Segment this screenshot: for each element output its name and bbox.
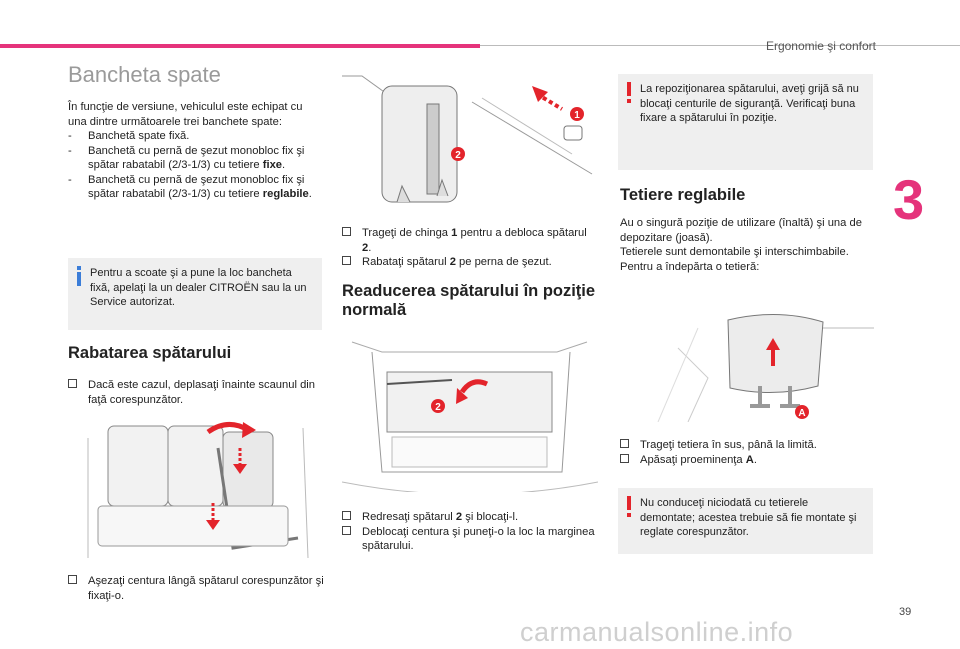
list-item: - Banchetă spate fixă. <box>68 129 324 144</box>
step-text: şi blocaţi-l. <box>462 511 519 523</box>
checkbox-bullet-icon <box>68 574 88 603</box>
headrest-illustration: A <box>618 308 874 423</box>
step-bold: 2 <box>455 511 463 523</box>
step-text: Rabataţi spătarul <box>362 256 450 268</box>
step-text: pentru a debloca spătarul <box>457 227 587 239</box>
info-text: Pentru a scoate şi a pune la loc banchet… <box>90 267 307 308</box>
callout-2: 2 <box>455 150 461 161</box>
callout-1: 1 <box>574 110 580 121</box>
seat-fold-illustration <box>68 418 324 560</box>
info-box: Pentru a scoate şi a pune la loc banchet… <box>68 258 322 330</box>
checkbox-bullet-icon <box>342 510 362 525</box>
info-icon <box>74 266 84 291</box>
dash-marker: - <box>68 130 72 142</box>
step-bold: 2 <box>362 241 369 254</box>
list-item: Rabataţi spătarul 2 pe perna de şezut. <box>342 255 598 270</box>
list-item-suffix: . <box>282 159 286 171</box>
list-item: Dacă este cazul, deplasaţi înainte scaun… <box>68 378 324 407</box>
dash-marker: - <box>68 173 72 186</box>
checkbox-bullet-icon <box>342 255 362 270</box>
tetiere-intro: Au o singură poziţie de utilizare (înalt… <box>620 216 876 274</box>
step-bold: 1 <box>451 227 458 239</box>
paragraph: Tetierele sunt demontabile şi interschim… <box>620 246 849 258</box>
step-text: Apăsaţi proeminenţa <box>640 453 746 466</box>
step-list: Dacă este cazul, deplasaţi înainte scaun… <box>68 378 324 407</box>
list-item: Redresaţi spătarul 2 şi blocaţi-l. <box>342 510 598 525</box>
checkbox-bullet-icon <box>342 525 362 554</box>
step-text: Deblocaţi centura şi puneţi-o la loc la … <box>362 525 595 553</box>
step-bold: 2 <box>449 256 456 268</box>
list-item: Deblocaţi centura şi puneţi-o la loc la … <box>342 525 598 554</box>
step-text: Aşezaţi centura lângă spătarul corespunz… <box>88 575 324 602</box>
list-item: Apăsaţi proeminenţa A. <box>620 453 876 468</box>
list-item-bold: reglabile <box>262 188 309 200</box>
callout-2: 2 <box>435 402 441 413</box>
intro-text: În funcţie de versiune, vehiculul este e… <box>68 101 303 128</box>
list-item-bold: fixe <box>262 159 283 171</box>
heading-rabatarea: Rabatarea spătarului <box>68 344 232 362</box>
step-text: Redresaţi spătarul <box>362 511 456 523</box>
step-text: . <box>753 453 757 466</box>
list-item-text: Banchetă cu pernă de şezut monobloc fix … <box>88 144 305 172</box>
chapter-number: 3 <box>893 168 925 231</box>
heading-readucerea: Readucerea spătarului în poziţie normală <box>342 282 596 319</box>
list-item-suffix: . <box>308 188 312 200</box>
paragraph: Au o singură poziţie de utilizare (înalt… <box>620 217 862 244</box>
step-text: Trageţi tetiera în sus, până la limită. <box>640 439 817 451</box>
warning-icon <box>624 496 634 523</box>
list-item: - Banchetă cu pernă de şezut monobloc fi… <box>68 173 324 202</box>
page-title: Bancheta spate <box>68 62 221 87</box>
checkbox-bullet-icon <box>68 378 88 407</box>
list-item: Trageţi tetiera în sus, până la limită. <box>620 438 876 453</box>
checkbox-bullet-icon <box>620 453 640 468</box>
header-rule <box>480 45 960 46</box>
step-list: Redresaţi spătarul 2 şi blocaţi-l. Deblo… <box>342 510 598 554</box>
checkbox-bullet-icon <box>620 438 640 453</box>
list-item-text: Banchetă cu pernă de şezut monobloc fix … <box>88 173 305 201</box>
list-item: - Banchetă cu pernă de şezut monobloc fi… <box>68 144 324 173</box>
step-text: . <box>368 241 372 254</box>
checkbox-bullet-icon <box>342 226 362 255</box>
step-list: Trageţi de chinga 1 pentru a debloca spă… <box>342 226 598 270</box>
section-title: Ergonomie şi confort <box>765 39 876 53</box>
intro-block: În funcţie de versiune, vehiculul este e… <box>68 100 324 202</box>
step-list: Trageţi tetiera în sus, până la limită. … <box>620 438 876 467</box>
watermark: carmanualsonline.info <box>520 617 794 647</box>
list-item-text: Banchetă spate fixă. <box>88 130 190 142</box>
step-text: pe perna de şezut. <box>455 256 552 268</box>
warning-box: La repoziţionarea spătarului, aveţi grij… <box>618 74 873 170</box>
warning-icon <box>624 82 634 109</box>
list-item: Trageţi de chinga 1 pentru a debloca spă… <box>342 226 598 255</box>
warning-box: Nu conduceţi niciodată cu tetierele demo… <box>618 488 873 554</box>
step-text: Trageţi de chinga <box>362 227 452 239</box>
warning-text: La repoziţionarea spătarului, aveţi grij… <box>640 83 859 124</box>
step-list: Aşezaţi centura lângă spătarul corespunz… <box>68 574 324 603</box>
list-item: Aşezaţi centura lângă spătarul corespunz… <box>68 574 324 603</box>
callout-a: A <box>798 408 805 419</box>
heading-tetiere: Tetiere reglabile <box>620 186 746 204</box>
trunk-illustration: 2 <box>341 332 599 495</box>
step-text: Dacă este cazul, deplasaţi înainte scaun… <box>88 379 316 406</box>
paragraph: Pentru a îndepărta o tetieră: <box>620 260 760 273</box>
warning-text: Nu conduceţi niciodată cu tetierele demo… <box>640 497 857 538</box>
page-number: 39 <box>899 606 912 618</box>
seat-release-illustration: 1 2 <box>342 74 598 214</box>
dash-marker: - <box>68 144 72 157</box>
step-bold: A <box>745 453 754 466</box>
header-accent-bar <box>0 44 480 48</box>
